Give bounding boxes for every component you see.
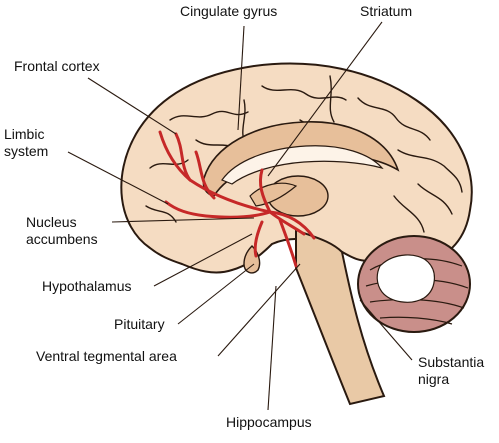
arbor-vitae — [376, 254, 435, 303]
brainstem — [295, 228, 386, 406]
label-hypothalamus: Hypothalamus — [42, 278, 132, 294]
label-frontal-cortex: Frontal cortex — [14, 58, 100, 74]
label-nucleus-accumbens: Nucleus accumbens — [26, 214, 98, 247]
label-substantia-nigra: Substantia nigra — [418, 354, 485, 387]
dopamine-pathways — [158, 130, 316, 268]
label-striatum: Striatum — [360, 3, 413, 19]
label-cingulate-gyrus: Cingulate gyrus — [180, 3, 278, 19]
gyri-folds — [145, 75, 463, 233]
label-ventral-tegmental-area: Ventral tegmental area — [36, 348, 177, 364]
leader-lines — [67, 21, 413, 411]
label-hippocampus: Hippocampus — [226, 414, 312, 430]
cerebellum — [357, 235, 471, 333]
label-pituitary: Pituitary — [114, 316, 165, 332]
label-limbic-system: Limbic system — [4, 126, 49, 159]
